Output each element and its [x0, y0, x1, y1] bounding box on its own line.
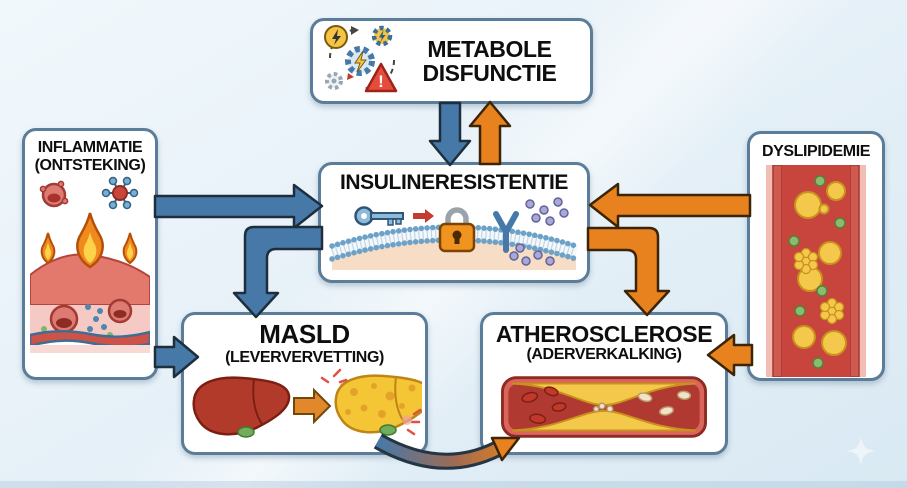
lipid-droplets-icon	[788, 175, 847, 369]
receptor-icon	[493, 211, 519, 254]
metabole-title-line1: METABOLE	[427, 35, 552, 62]
arrow-insuline-to-metabole	[468, 100, 512, 166]
masld-title: MASLD	[259, 319, 350, 349]
glucose-dots-icon	[509, 197, 569, 266]
calcified-cells-icon	[593, 390, 692, 416]
key-to-lock-arrow-icon	[413, 209, 434, 224]
node-insulineresistentie: INSULINERESISTENTIE	[318, 162, 590, 283]
warning-triangle-icon: !	[364, 62, 398, 92]
arrow-insuline-to-masld	[232, 225, 324, 319]
lipid-vessel-illustration	[766, 164, 866, 377]
cell-membrane-illustration	[329, 197, 579, 271]
key-icon	[354, 206, 404, 226]
inflammatie-subtitle: (ONTSTEKING)	[34, 156, 146, 174]
masld-subtitle: (LEVERVERVETTING)	[225, 348, 384, 366]
metabole-title: METABOLE DISFUNCTIE	[403, 35, 590, 86]
arrow-dyslipidemie-to-insuline	[588, 182, 752, 229]
inflammatie-title: INFLAMMATIE	[37, 139, 143, 156]
insuline-title: INSULINERESISTENTIE	[339, 171, 569, 194]
node-metabole-disfunctie: ! METABOLE DISFUNCTIE	[310, 18, 593, 104]
metabole-title-line2: DISFUNCTIE	[422, 60, 557, 86]
blood-vessel-icon	[30, 329, 150, 348]
warning-exclamation: !	[378, 72, 384, 91]
arrow-inflammatie-to-insuline	[153, 183, 324, 230]
inflammation-illustration	[30, 176, 150, 353]
metabole-gears-icon: !	[321, 22, 403, 101]
arrow-metabole-to-insuline	[428, 101, 472, 167]
macrophage-icon	[39, 180, 69, 207]
healthy-liver-icon	[191, 376, 290, 438]
liver-transition-arrow-icon	[292, 387, 331, 425]
immune-cells-icon	[41, 298, 133, 338]
node-dyslipidemie: DYSLIPIDEMIE	[747, 131, 885, 381]
red-blood-cells-icon	[521, 386, 567, 424]
liver-illustration	[191, 368, 422, 438]
atherosclerose-subtitle: (ADERVERKALKING)	[526, 346, 682, 364]
artery-illustration	[501, 376, 707, 438]
cytokine-icon	[101, 176, 139, 209]
sparkle-icon	[847, 437, 875, 465]
arrow-insuline-to-atherosclerose	[586, 226, 671, 317]
padlock-icon	[438, 207, 476, 253]
flame-icon	[40, 212, 138, 269]
node-masld: MASLD (LEVERVERVETTING)	[181, 312, 428, 455]
node-atherosclerose: ATHEROSCLEROSE (ADERVERKALKING)	[480, 312, 728, 455]
atherosclerose-title: ATHEROSCLEROSE	[495, 321, 713, 347]
irritation-sparks-icon	[320, 368, 421, 436]
node-inflammatie: INFLAMMATIE (ONTSTEKING)	[22, 128, 158, 380]
dyslipidemie-title: DYSLIPIDEMIE	[761, 143, 871, 160]
fatty-liver-icon	[333, 374, 422, 436]
